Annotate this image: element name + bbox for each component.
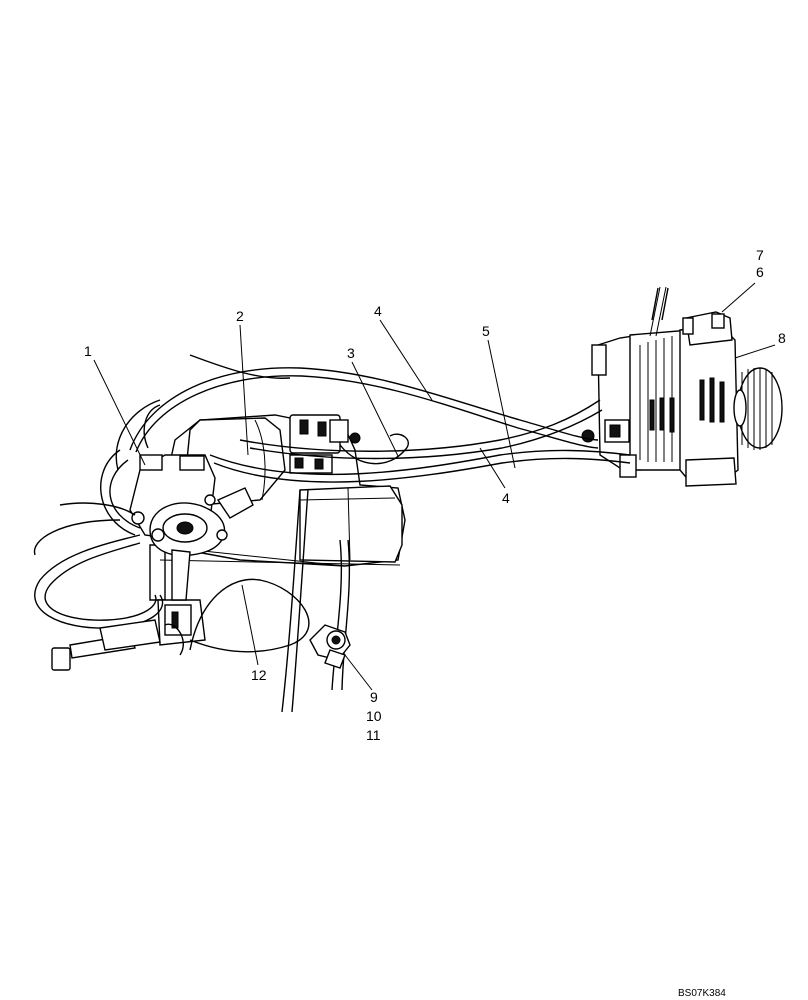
alternator [581,286,783,487]
callout-8: 8 [778,330,786,346]
callout-4-upper: 4 [374,303,382,319]
callout-10: 10 [366,708,382,724]
drawing-code: BS07K384 [678,988,726,999]
callout-labels: 1 2 3 4 4 5 6 7 8 9 10 11 12 [84,247,786,743]
callout-11: 11 [366,727,381,743]
callout-1: 1 [84,343,92,359]
leader-lines [93,282,776,691]
callout-4-lower: 4 [502,490,510,506]
callout-2: 2 [236,308,244,324]
mounting-bolt [51,619,161,671]
wire-harness [33,287,669,713]
callout-5: 5 [482,323,490,339]
callout-7: 7 [756,247,764,263]
callout-9: 9 [370,689,378,705]
callout-6: 6 [756,264,764,280]
callout-12: 12 [251,667,267,683]
ground-cable-terminal [149,487,254,601]
callout-3: 3 [347,345,355,361]
